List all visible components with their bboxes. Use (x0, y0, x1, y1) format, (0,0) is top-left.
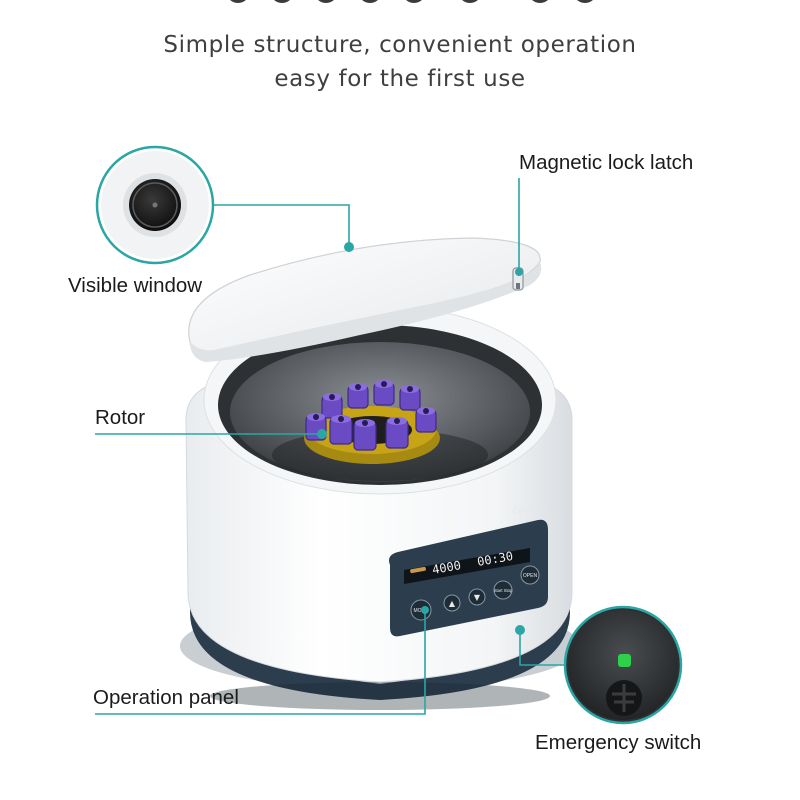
status-led (410, 566, 426, 574)
callout-lines (95, 178, 566, 715)
operation-panel-leader (95, 612, 426, 715)
rotor-label: Rotor (95, 406, 146, 429)
down-button[interactable]: ▼ (468, 588, 486, 606)
start-stop-button-label: Start Stop (494, 588, 513, 593)
headline-line-2: easy for the first use (274, 66, 526, 92)
emergency-switch-inset (563, 605, 683, 725)
open-button-label: OPEN (523, 573, 538, 579)
magnetic-lock-latch-label: Magnetic lock latch (519, 151, 694, 174)
operation-panel-label: Operation panel (93, 686, 239, 709)
visible-window-leader (213, 204, 350, 246)
open-button[interactable]: OPEN (520, 565, 540, 585)
operation-panel: Centrifuge 4000 00:30 MODE ▲ ▼ Start Sto… (389, 501, 550, 637)
callout-dots (317, 242, 525, 635)
visible-window-inset (95, 145, 215, 265)
up-button-label: ▲ (449, 599, 456, 608)
emergency-switch-label: Emergency switch (535, 731, 702, 754)
cropped-heading-glyphs (230, 0, 593, 3)
speed-readout: 4000 (431, 558, 462, 577)
emergency-switch-icon (606, 680, 642, 716)
cropped-heading (0, 0, 800, 4)
visible-window-label: Visible window (68, 274, 203, 297)
start-stop-button[interactable]: Start Stop (493, 580, 513, 600)
rotor (304, 380, 440, 464)
headline-line-1: Simple structure, convenient operation (163, 32, 637, 58)
emergency-indicator (618, 654, 631, 667)
time-readout: 00:30 (476, 549, 514, 569)
up-button[interactable]: ▲ (443, 594, 461, 612)
down-button-label: ▼ (474, 593, 481, 602)
emergency-switch-leader (519, 630, 566, 666)
